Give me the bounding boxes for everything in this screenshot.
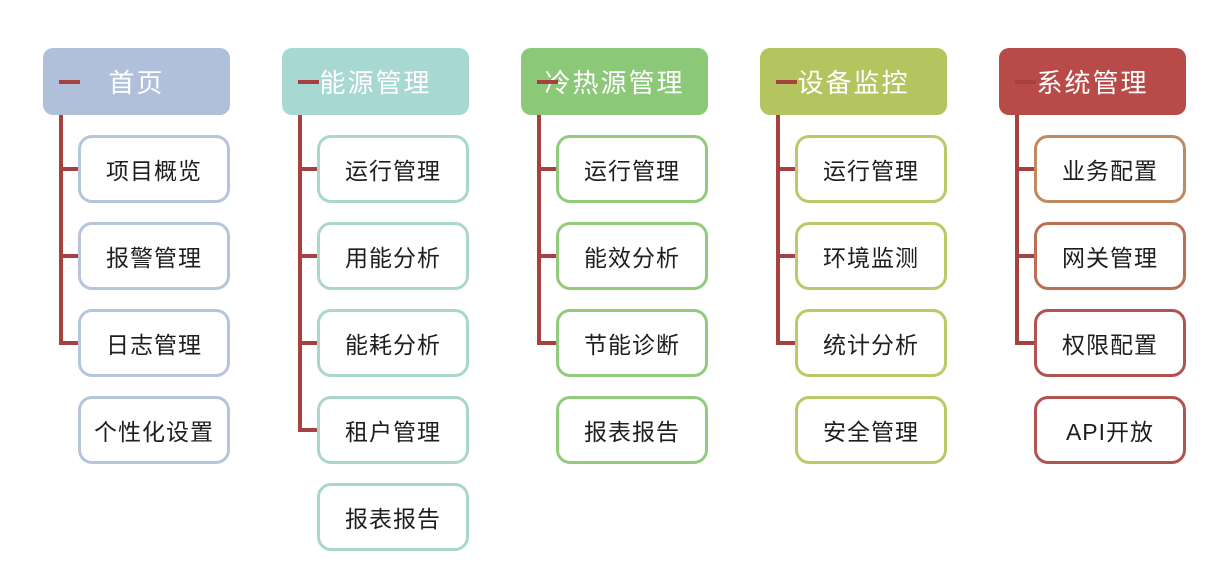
connector-stub: [776, 167, 797, 171]
menu-column-energy-management: 能源管理运行管理用能分析能耗分析租户管理报表报告: [282, 48, 469, 551]
connector-stub: [298, 341, 319, 345]
connector-stub: [776, 80, 797, 84]
connector-stub: [298, 254, 319, 258]
menu-node: 报警管理: [78, 222, 230, 290]
menu-node: API开放: [1034, 396, 1186, 464]
menu-column-home: 首页项目概览报警管理日志管理个性化设置: [43, 48, 230, 551]
menu-column-device-monitoring: 设备监控运行管理环境监测统计分析安全管理: [760, 48, 947, 551]
connector-stub: [59, 80, 80, 84]
connector-stub: [537, 254, 558, 258]
connector-stub: [776, 254, 797, 258]
menu-node: 运行管理: [317, 135, 469, 203]
column-items: 运行管理环境监测统计分析安全管理: [795, 135, 947, 464]
connector-vline: [1015, 115, 1019, 345]
menu-node: 能效分析: [556, 222, 708, 290]
menu-node: 能耗分析: [317, 309, 469, 377]
menu-node: 运行管理: [556, 135, 708, 203]
menu-node: 环境监测: [795, 222, 947, 290]
connector-stub: [1015, 80, 1036, 84]
connector-stub: [298, 80, 319, 84]
menu-node: 报表报告: [556, 396, 708, 464]
connector-stub: [537, 341, 558, 345]
connector-stub: [1015, 341, 1036, 345]
connector-stub: [1015, 167, 1036, 171]
column-items: 运行管理用能分析能耗分析租户管理报表报告: [317, 135, 469, 551]
connector-vline: [537, 115, 541, 345]
column-items: 运行管理能效分析节能诊断报表报告: [556, 135, 708, 464]
column-header-energy-management: 能源管理: [282, 48, 469, 115]
menu-node: 报表报告: [317, 483, 469, 551]
menu-node: 网关管理: [1034, 222, 1186, 290]
connector-stub: [298, 428, 319, 432]
column-items: 项目概览报警管理日志管理个性化设置: [78, 135, 230, 464]
connector-stub: [537, 167, 558, 171]
menu-node: 运行管理: [795, 135, 947, 203]
connector-stub: [776, 341, 797, 345]
connector-stub: [59, 341, 80, 345]
menu-node: 安全管理: [795, 396, 947, 464]
menu-node: 统计分析: [795, 309, 947, 377]
column-items: 业务配置网关管理权限配置 API开放: [1034, 135, 1186, 464]
connector-vline: [59, 115, 63, 345]
menu-node: 用能分析: [317, 222, 469, 290]
diagram-columns: 首页项目概览报警管理日志管理个性化设置能源管理运行管理用能分析能耗分析租户管理报…: [43, 48, 1186, 551]
connector-stub: [298, 167, 319, 171]
menu-node: 租户管理: [317, 396, 469, 464]
menu-node: 个性化设置: [78, 396, 230, 464]
connector-stub: [59, 167, 80, 171]
connector-stub: [1015, 254, 1036, 258]
menu-node: 节能诊断: [556, 309, 708, 377]
menu-node: 项目概览: [78, 135, 230, 203]
connector-vline: [298, 115, 302, 432]
connector-stub: [59, 254, 80, 258]
menu-column-cold-heat-source-management: 冷热源管理运行管理能效分析节能诊断报表报告: [521, 48, 708, 551]
connector-stub: [537, 80, 558, 84]
menu-node: 权限配置: [1034, 309, 1186, 377]
menu-node: 日志管理: [78, 309, 230, 377]
connector-vline: [776, 115, 780, 345]
menu-node: 业务配置: [1034, 135, 1186, 203]
